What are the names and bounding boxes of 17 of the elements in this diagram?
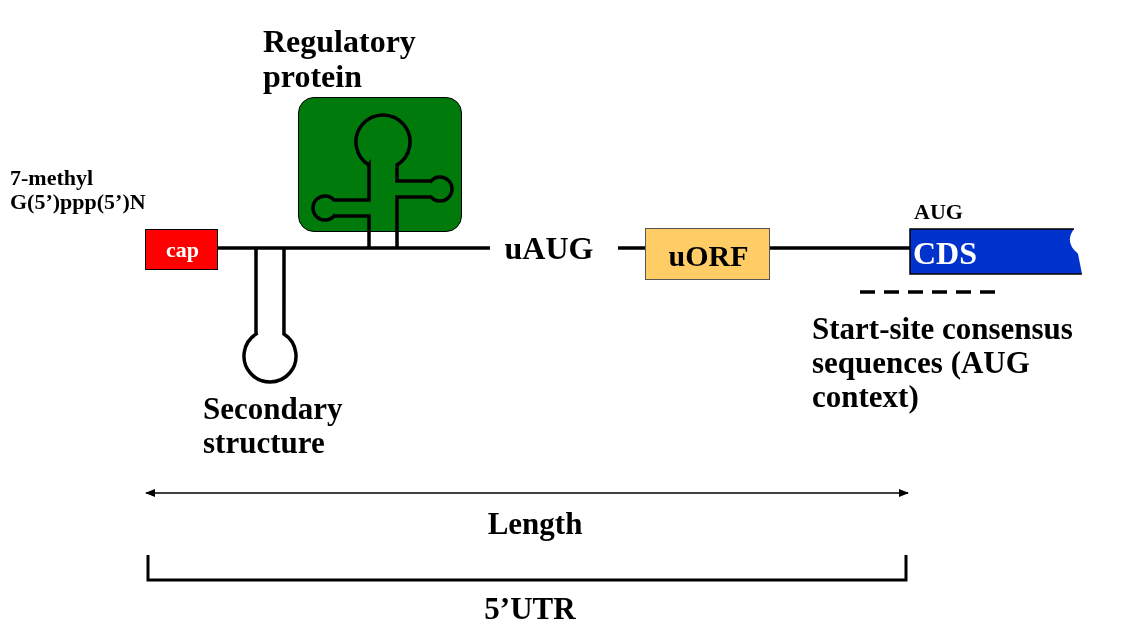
cds-box: [910, 229, 1082, 274]
uorf-box: [645, 228, 770, 280]
node-label: uAUG: [503, 231, 595, 267]
structure-label: Secondary structure: [203, 392, 344, 461]
cap-structure-label: 7-methyl G(5’)ppp(5’)N: [10, 166, 147, 215]
rna-strand: [618, 246, 645, 250]
rna-strand: [218, 246, 490, 250]
cap-box: [145, 229, 218, 270]
dimension-label: Length: [486, 507, 584, 542]
protein-label: Regulatory protein: [263, 24, 417, 95]
node-label: cap: [165, 238, 200, 263]
rna-strand: [770, 246, 910, 250]
consensus-label: Start-site consensus sequences (AUG context): [812, 312, 1074, 415]
region-label: 5’UTR: [483, 592, 577, 627]
start-codon-label: AUG: [914, 200, 964, 225]
node-label: uORF: [667, 238, 750, 272]
node-label: CDS: [913, 235, 977, 272]
